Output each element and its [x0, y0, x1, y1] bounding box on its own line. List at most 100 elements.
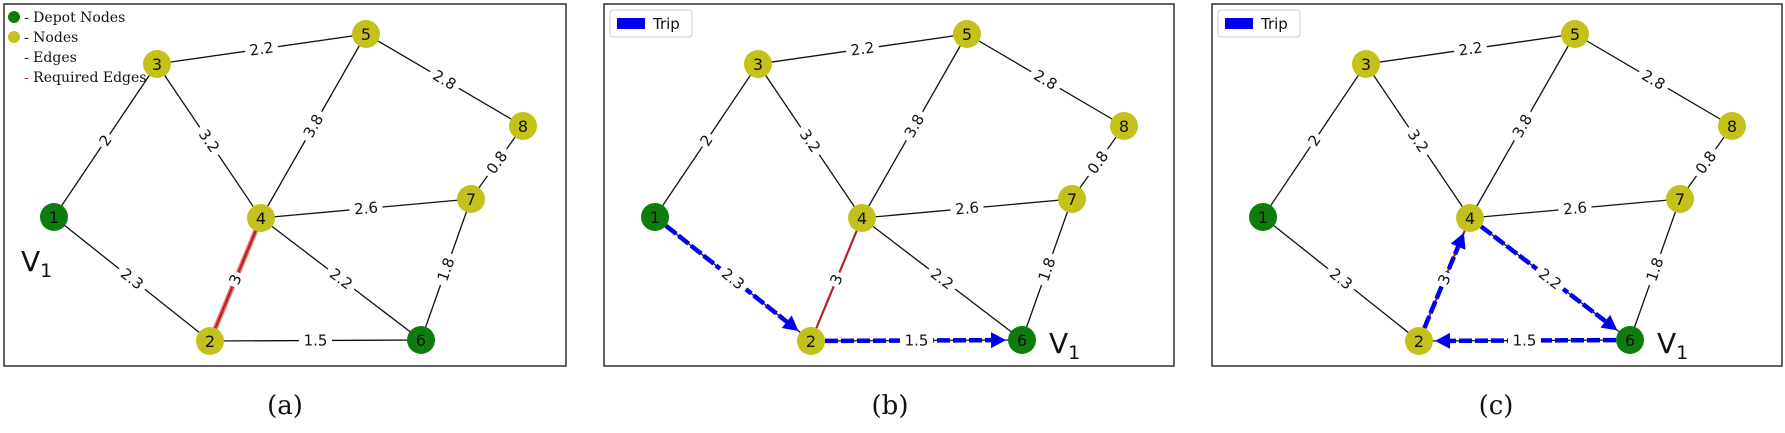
trip-arrowhead [1434, 332, 1451, 349]
node-label: 2 [806, 332, 816, 351]
edge-weight-text: 2.6 [954, 198, 979, 218]
node-8 [509, 112, 537, 140]
node-label: 6 [1017, 331, 1027, 350]
depot-node-1 [40, 203, 68, 231]
node-label: 4 [256, 209, 266, 228]
edge-weight-bg [899, 331, 934, 350]
edge-weight-bg [224, 269, 247, 290]
edge-weight-1-3: 2 [93, 129, 118, 152]
legend-item: - Depot Nodes [24, 10, 125, 26]
edge-weight-bg [192, 122, 226, 160]
node-label: 8 [518, 117, 528, 136]
edge-weight-4-7: 2.6 [348, 198, 384, 219]
trip-arrow-2-4 [1422, 245, 1461, 329]
edge-weight-text: 1.5 [905, 331, 929, 349]
edge-weight-text: 2.2 [248, 38, 274, 59]
node-label: 8 [1727, 117, 1737, 136]
edge-weight-bg [844, 37, 881, 61]
edge-weight-bg [793, 122, 827, 160]
node-5 [953, 20, 981, 48]
trip-legend-label: Trip [1260, 15, 1288, 33]
depot-v1-subscript: 1 [1676, 342, 1688, 364]
edge-weight-4-2: 3 [224, 269, 247, 290]
panel-frame [1211, 3, 1783, 367]
edge-weight-4-2: 3 [1433, 269, 1456, 290]
node-label: 7 [1067, 190, 1077, 209]
panel-frame [3, 3, 567, 367]
edge-weight-bg [1452, 37, 1489, 61]
legend-item: - Edges [24, 50, 77, 66]
depot-v1-subscript: 1 [1068, 342, 1080, 364]
edge-weight-bg [1689, 143, 1723, 182]
edge-weight-2-6: 1.5 [1507, 331, 1542, 350]
node-label: 2 [1414, 332, 1424, 351]
edge-weight-bg [1433, 269, 1456, 290]
node-3 [744, 50, 772, 78]
node-label: 8 [1119, 117, 1129, 136]
edge-weight-bg [1634, 63, 1673, 97]
edge-weight-2-6: 1.5 [899, 331, 934, 350]
node-label: 1 [650, 208, 660, 227]
legend-item-text: Required Edges [29, 70, 147, 86]
edge-weight-bg [298, 331, 333, 350]
node-2 [196, 327, 224, 355]
node-label: 7 [1675, 190, 1685, 209]
node-7 [1666, 185, 1694, 213]
edge-weight-bg [113, 261, 151, 297]
node-label: 1 [1258, 208, 1268, 227]
node-7 [1058, 185, 1086, 213]
node-label: 3 [753, 55, 763, 74]
edge-weight-bg [322, 261, 360, 297]
panel-frame [603, 3, 1175, 367]
edge-weight-1-3: 2 [694, 129, 719, 152]
edge-weight-bg [243, 37, 280, 61]
edge-weight-bg [923, 261, 961, 297]
edge-weight-text: 1.5 [1513, 331, 1537, 349]
node-label: 2 [205, 332, 215, 351]
edge-weight-3-5: 2.2 [243, 37, 280, 61]
depot-node-6 [1008, 326, 1036, 354]
edge-weight-bg [1026, 63, 1065, 97]
edge-weight-4-2: 3 [825, 269, 848, 290]
node-7 [457, 185, 485, 213]
depot-node-1 [1249, 203, 1277, 231]
required-edge-dash: - [24, 70, 29, 86]
node-label: 5 [361, 25, 371, 44]
panel-caption: (c) [1479, 391, 1514, 421]
edge-weight-bg [714, 261, 752, 297]
edge-weight-bg [1322, 261, 1360, 297]
panel-caption: (b) [872, 391, 909, 421]
edge-weight-bg [93, 129, 118, 152]
panel-caption: (a) [267, 391, 303, 421]
node-8 [1718, 112, 1746, 140]
node-5 [352, 20, 380, 48]
node-3 [1352, 50, 1380, 78]
edge-weight-3-5: 2.2 [844, 37, 881, 61]
edge-weight-bg [1507, 331, 1542, 350]
trip-legend-swatch [1225, 18, 1253, 29]
edge-weight-bg [425, 63, 464, 97]
edge-weight-bg [297, 107, 330, 145]
node-label: 6 [416, 331, 426, 350]
node-2 [1405, 327, 1433, 355]
node-3 [143, 50, 171, 78]
edge-weight-text: 2.2 [849, 38, 875, 59]
trip-legend: Trip [1217, 9, 1301, 38]
depot-legend-marker [8, 11, 20, 23]
trip-arrow-1-2 [664, 223, 789, 324]
edge-weight-text: 1.5 [304, 331, 328, 349]
edge-weight-bg [1506, 107, 1539, 145]
edge-weight-bg [898, 107, 931, 145]
node-label: 7 [466, 190, 476, 209]
edge-weight-bg [825, 269, 848, 290]
node-label: 1 [49, 208, 59, 227]
node-4 [1456, 204, 1484, 232]
trip-arrowhead [781, 315, 799, 332]
edge-weight-bg [1033, 250, 1061, 289]
depot-node-6 [1616, 326, 1644, 354]
depot-node-6 [407, 326, 435, 354]
node-label: 4 [857, 209, 867, 228]
trip-legend-box [609, 9, 693, 38]
